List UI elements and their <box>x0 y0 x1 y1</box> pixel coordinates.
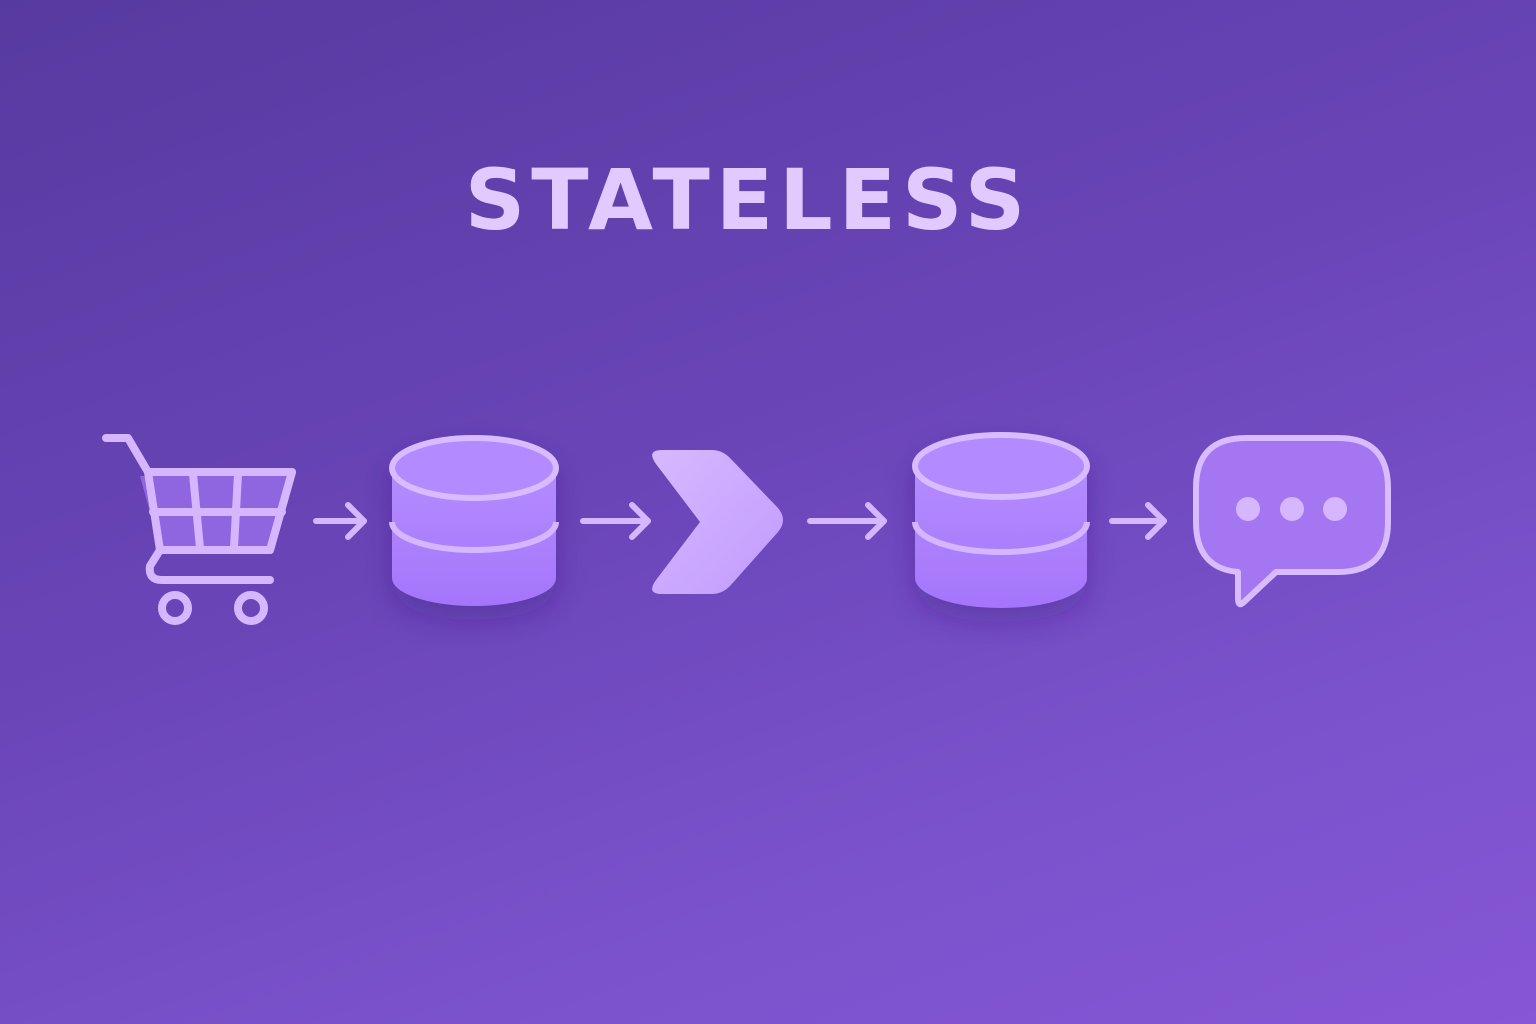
arrow-right-icon <box>1109 502 1167 540</box>
shopping-cart-icon <box>102 434 296 625</box>
database-icon <box>389 435 559 606</box>
arrow-right-icon <box>313 502 367 540</box>
chat-bubble-icon <box>1193 435 1391 608</box>
chevron-right-icon <box>652 450 783 594</box>
database-icon <box>912 432 1090 608</box>
diagram-title: STATELESS <box>464 151 1032 249</box>
arrow-right-icon <box>580 502 651 540</box>
arrow-right-icon <box>807 502 887 540</box>
